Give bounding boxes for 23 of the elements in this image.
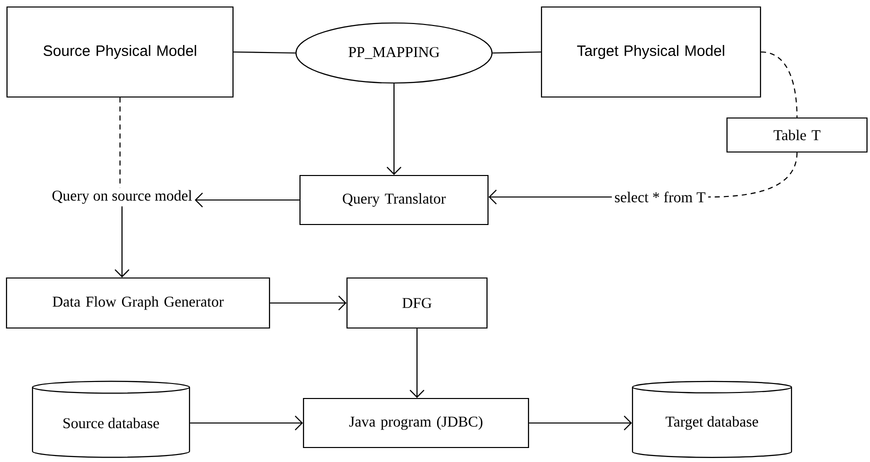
process-box: Data Flow Graph Generator — [6, 277, 270, 329]
arrow — [270, 296, 346, 310]
query-text: select * from T — [615, 192, 706, 202]
process-box: Query Translator — [299, 174, 489, 226]
connector-line — [492, 51, 541, 54]
model-box: Target Physical Model — [540, 6, 762, 98]
arrow — [114, 206, 130, 278]
arrow — [410, 328, 424, 398]
connector-line — [708, 152, 798, 198]
process-box: Java program (JDBC) — [302, 398, 530, 448]
arrow — [529, 416, 632, 430]
arrow — [386, 84, 402, 175]
query-text: Query on source model — [52, 190, 192, 204]
arrow — [194, 192, 300, 208]
connector-line — [234, 51, 296, 54]
model-box: Source Physical Model — [6, 6, 234, 98]
arrow — [190, 416, 303, 430]
graph-box: DFG — [346, 277, 488, 329]
connector-line — [761, 51, 798, 118]
arrow — [488, 190, 612, 204]
table-box: Table T — [726, 117, 868, 153]
database-cylinder: Source database — [32, 380, 190, 458]
database-cylinder: Target database — [632, 380, 792, 458]
